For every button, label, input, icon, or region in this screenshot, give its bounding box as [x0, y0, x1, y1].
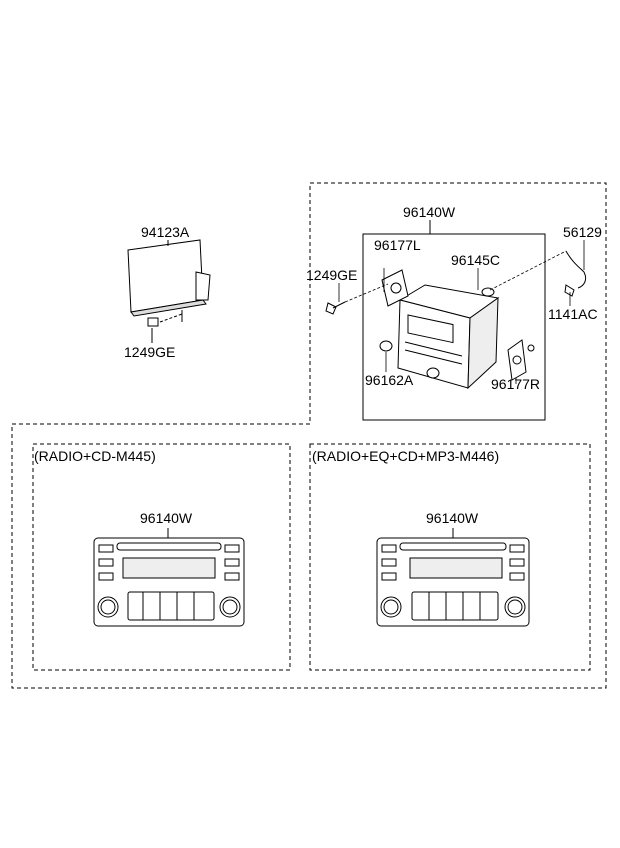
variant-part-label-m446: 96140W: [426, 510, 479, 526]
part-label-1249GE-left: 1249GE: [124, 344, 176, 360]
part-label-56129: 56129: [563, 224, 602, 240]
variant-box-m446: [309, 443, 591, 671]
assembly-box: [362, 233, 546, 421]
variant-title-m446: (RADIO+EQ+CD+MP3-M446): [312, 448, 500, 464]
part-label-96140W-assembly: 96140W: [403, 204, 456, 220]
part-label-1249GE-right: 1249GE: [306, 267, 358, 283]
part-label-1141AC: 1141AC: [548, 306, 598, 322]
head-unit-96140W: [325, 250, 587, 390]
part-label-96145C: 96145C: [451, 252, 501, 268]
variant-part-label-m445: 96140W: [140, 510, 193, 526]
variant-title-m445: (RADIO+CD-M445): [34, 448, 156, 464]
part-label-96177R: 96177R: [491, 376, 541, 392]
faceplate-m446: [376, 528, 530, 627]
part-label-96162A: 96162A: [365, 372, 414, 388]
outer-dashed-boundary: [11, 182, 607, 689]
faceplate-m445: [93, 528, 245, 627]
panel-94123A: [127, 239, 211, 343]
part-label-94123A: 94123A: [141, 224, 190, 240]
variant-box-m445: [32, 443, 291, 671]
part-label-96177L: 96177L: [374, 237, 421, 253]
